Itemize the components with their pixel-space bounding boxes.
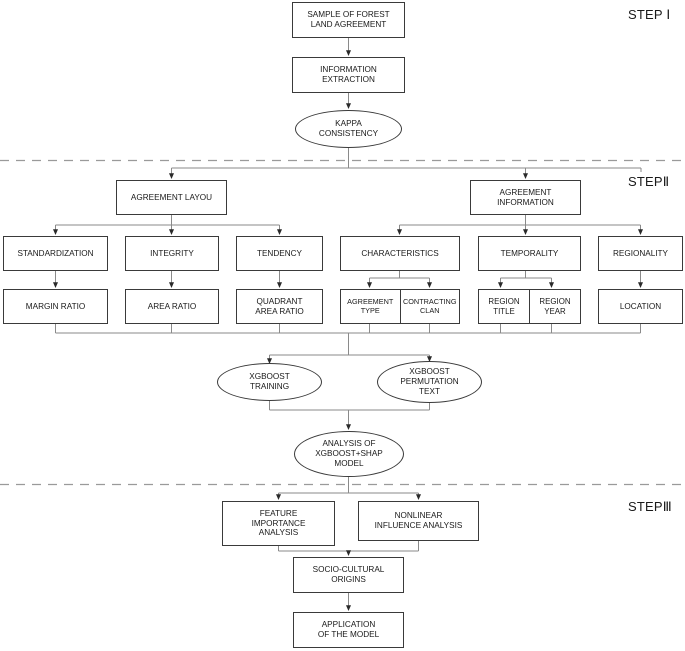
node-agreement-layou[interactable]: AGREEMENT LAYOU xyxy=(116,180,227,215)
node-location[interactable]: LOCATION xyxy=(598,289,683,324)
step-label-1: STEP Ⅰ xyxy=(628,7,671,22)
node-margin-ratio[interactable]: MARGIN RATIO xyxy=(3,289,108,324)
node-tendency[interactable]: TENDENCY xyxy=(236,236,323,271)
node-temporality-children: REGION TITLE REGION YEAR xyxy=(478,289,581,324)
node-information-extraction[interactable]: INFORMATION EXTRACTION xyxy=(292,57,405,93)
node-characteristics-children: AGREEMENT TYPE CONTRACTING CLAN xyxy=(340,289,460,324)
node-xgboost-permutation-text[interactable]: XGBOOST PERMUTATION TEXT xyxy=(377,361,482,403)
node-kappa-consistency[interactable]: KAPPA CONSISTENCY xyxy=(295,110,402,148)
node-xgboost-training[interactable]: XGBOOST TRAINING xyxy=(217,363,322,401)
node-analysis-of-xgboost-shap-model[interactable]: ANALYSIS OF XGBOOST+SHAP MODEL xyxy=(294,431,404,477)
node-region-year[interactable]: REGION YEAR xyxy=(529,290,580,323)
node-regionality[interactable]: REGIONALITY xyxy=(598,236,683,271)
step-label-2: STEPⅡ xyxy=(628,174,670,189)
node-region-title[interactable]: REGION TITLE xyxy=(488,297,520,316)
node-temporality[interactable]: TEMPORALITY xyxy=(478,236,581,271)
node-agreement-type[interactable]: AGREEMENT TYPE xyxy=(347,296,394,315)
node-contracting-clan[interactable]: CONTRACTING CLAN xyxy=(399,290,460,323)
node-nonlinear-influence-analysis[interactable]: NONLINEAR INFLUENCE ANALYSIS xyxy=(358,501,479,541)
node-characteristics[interactable]: CHARACTERISTICS xyxy=(340,236,460,271)
node-application-of-the-model[interactable]: APPLICATION OF THE MODEL xyxy=(293,612,404,648)
node-integrity[interactable]: INTEGRITY xyxy=(125,236,219,271)
node-agreement-information[interactable]: AGREEMENT INFORMATION xyxy=(470,180,581,215)
node-area-ratio[interactable]: AREA RATIO xyxy=(125,289,219,324)
node-socio-cultural-origins[interactable]: SOCIO-CULTURAL ORIGINS xyxy=(293,557,404,593)
node-quadrant-area-ratio[interactable]: QUADRANT AREA RATIO xyxy=(236,289,323,324)
node-sample-of-forest-land-agreement[interactable]: SAMPLE OF FOREST LAND AGREEMENT xyxy=(292,2,405,38)
node-standardization[interactable]: STANDARDIZATION xyxy=(3,236,108,271)
node-feature-importance-analysis[interactable]: FEATURE IMPORTANCE ANALYSIS xyxy=(222,501,335,546)
step-label-3: STEPⅢ xyxy=(628,499,672,514)
